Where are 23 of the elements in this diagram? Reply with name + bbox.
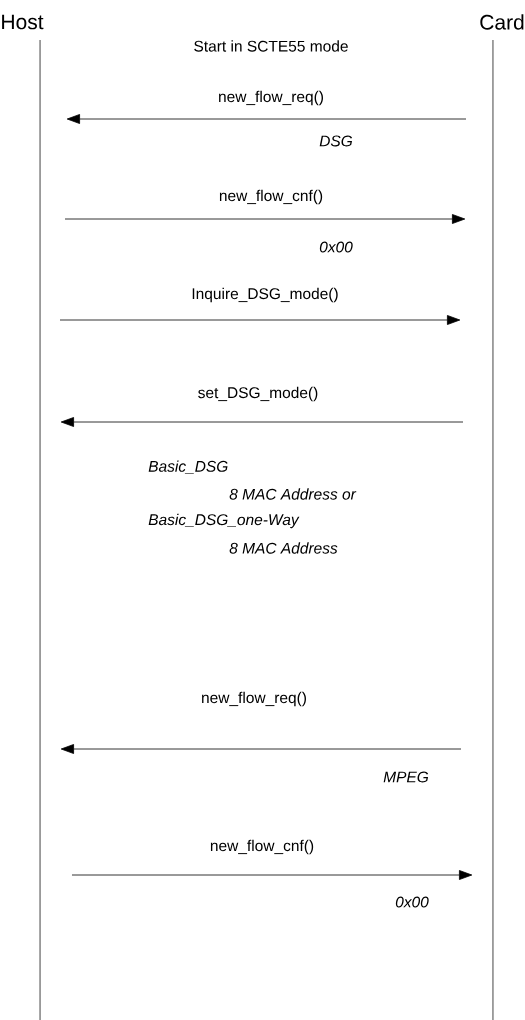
message-arrow <box>60 744 462 754</box>
message-label: new_flow_req() <box>219 90 323 106</box>
parameter-text: DSG <box>319 135 353 147</box>
message-label: new_flow_cnf() <box>210 839 314 855</box>
message-arrow <box>59 315 461 325</box>
parameter-text: 8 MAC Address or <box>229 488 357 500</box>
participant-label: Card <box>480 14 524 30</box>
parameter-text: Basic_DSG <box>148 460 228 474</box>
parameter-text: MPEG <box>383 771 429 783</box>
message-label: set_DSG_mode() <box>198 386 318 402</box>
parameter-text: Basic_DSG_one-Way <box>148 513 300 529</box>
message-label: new_flow_cnf() <box>219 189 323 205</box>
message-arrow <box>60 417 464 427</box>
parameter-text: 0x00 <box>395 896 429 908</box>
message-arrow <box>71 870 473 880</box>
note-text: Start in SCTE55 mode <box>194 40 348 52</box>
message-label: new_flow_req() <box>202 691 306 707</box>
parameter-text: 0x00 <box>319 241 353 253</box>
message-label: Inquire_DSG_mode() <box>192 287 338 303</box>
parameter-text: 8 MAC Address <box>229 542 338 554</box>
participant-label: Host <box>2 14 44 30</box>
message-arrow <box>64 214 466 224</box>
message-arrow <box>66 114 467 124</box>
